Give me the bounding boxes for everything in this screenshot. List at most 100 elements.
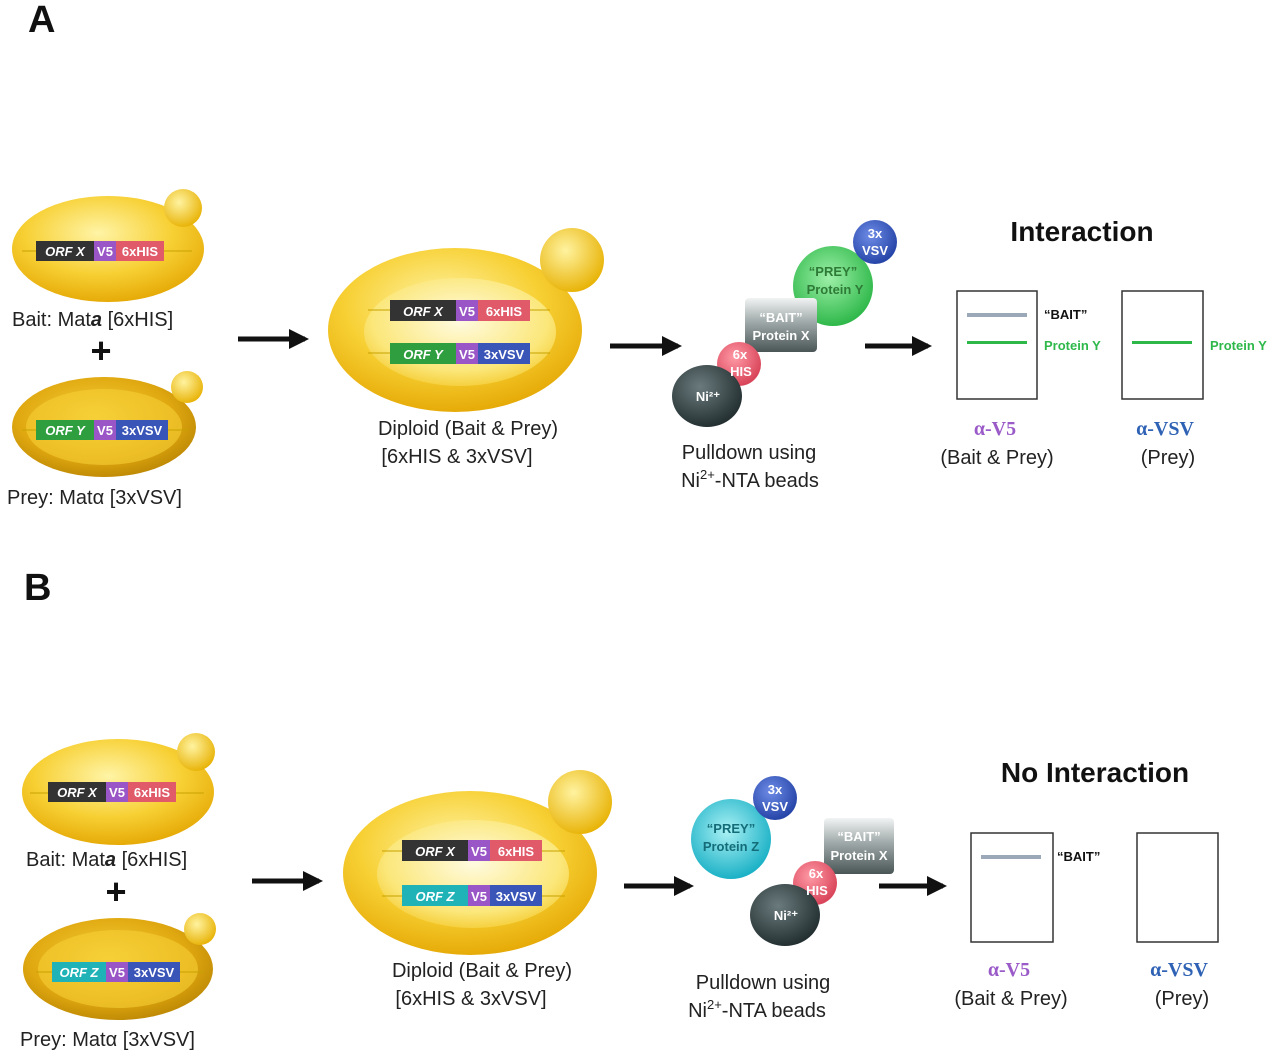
- bait-cassette-b: ORF X V5 6xHIS: [48, 782, 176, 802]
- band-bait: [967, 313, 1027, 317]
- band-bait-b: [981, 855, 1041, 859]
- blot1-antibody-b: α-V5: [988, 959, 1030, 981]
- prey-line2: Protein Y: [807, 282, 864, 297]
- diploid-bait-cassette: ORF X V5 6xHIS: [390, 300, 530, 321]
- bait-v5-label: V5: [97, 244, 113, 259]
- prey-line1-b: “PREY”: [707, 821, 755, 836]
- bait-yeast-cell: ORF X V5 6xHIS: [12, 189, 204, 302]
- diploid-prey-orf: ORF Y: [403, 347, 444, 362]
- bait-line1: “BAIT”: [759, 310, 802, 325]
- diploid-caption-2: [6xHIS & 3xVSV]: [381, 446, 532, 468]
- bait-caption: Bait: Mata [6xHIS]: [12, 309, 173, 331]
- protein-complex: 3x VSV “PREY” Protein Y “BAIT” Protein X…: [672, 220, 897, 427]
- vsv-tag: [853, 220, 897, 264]
- prey-caption: Prey: Matα [3xVSV]: [7, 487, 182, 509]
- his-line2: HIS: [730, 364, 752, 379]
- prey-cassette-b: ORF Z V5 3xVSV: [52, 962, 180, 982]
- bait-orf-label-b: ORF X: [57, 785, 98, 800]
- blot1-sub-b: (Bait & Prey): [954, 988, 1067, 1010]
- diploid-cell-b: ORF X V5 6xHIS ORF Z V5 3xVSV: [343, 770, 612, 955]
- band-prey-y: [967, 341, 1027, 344]
- bait-yeast-cell-b: ORF X V5 6xHIS: [22, 733, 215, 845]
- diploid-bait-his: 6xHIS: [486, 304, 522, 319]
- plus-sign: +: [90, 330, 111, 371]
- prey-caption-b: Prey: Matα [3xVSV]: [20, 1029, 195, 1051]
- prey-v5-label: V5: [97, 423, 113, 438]
- blot-vsv: [1121, 290, 1204, 400]
- bait-cassette: ORF X V5 6xHIS: [36, 241, 164, 261]
- prey-orf-label: ORF Y: [45, 423, 86, 438]
- prey-v5-label-b: V5: [109, 965, 125, 980]
- ni-label: Ni²⁺: [696, 389, 720, 404]
- diploid-prey-v5: V5: [459, 347, 475, 362]
- bait-line1-b: “BAIT”: [837, 829, 880, 844]
- pulldown-caption-1-b: Pulldown using: [696, 972, 831, 994]
- blot2-sub: (Prey): [1141, 447, 1195, 469]
- prey-cassette: ORF Y V5 3xVSV: [36, 420, 168, 440]
- diploid-prey-cassette: ORF Y V5 3xVSV: [390, 343, 530, 364]
- diploid-caption-1: Diploid (Bait & Prey): [378, 418, 558, 440]
- ni-bead-b: [750, 884, 820, 946]
- blot2-antibody-b: α-VSV: [1150, 959, 1208, 981]
- his-line1: 6x: [733, 347, 748, 362]
- blot1-band-label-prey: Protein Y: [1044, 338, 1101, 353]
- panel-a-letter: A: [28, 0, 55, 41]
- ni-bead: [672, 365, 742, 427]
- pulldown-caption-1: Pulldown using: [682, 442, 817, 464]
- blot1-sub: (Bait & Prey): [940, 447, 1053, 469]
- prey-orf-label-b: ORF Z: [60, 965, 100, 980]
- heading-no-interaction: No Interaction: [1001, 757, 1189, 788]
- diploid-bait-orf-b: ORF X: [415, 844, 456, 859]
- panel-a: A ORF X V5 6xHIS Bait: Mata [6xHIS] +: [7, 0, 1267, 509]
- blot-v5-b: [970, 832, 1054, 943]
- diploid-bait-orf: ORF X: [403, 304, 444, 319]
- prey-yeast-cell-b: ORF Z V5 3xVSV: [23, 913, 216, 1020]
- prey-vsv-label: 3xVSV: [122, 423, 163, 438]
- bait-caption-b: Bait: Mata [6xHIS]: [26, 849, 187, 871]
- his-line1-b: 6x: [809, 866, 824, 881]
- diploid-cell: ORF X V5 6xHIS ORF Y V5 3xVSV: [328, 228, 604, 412]
- diploid-caption-2-b: [6xHIS & 3xVSV]: [395, 988, 546, 1010]
- diploid-bait-cassette-b: ORF X V5 6xHIS: [402, 840, 542, 861]
- pulldown-caption-2-b: Ni2+-NTA beads: [688, 997, 826, 1022]
- prey-vsv-label-b: 3xVSV: [134, 965, 175, 980]
- his-line2-b: HIS: [806, 883, 828, 898]
- diploid-prey-vsv-b: 3xVSV: [496, 889, 537, 904]
- blot1-band-label-bait: “BAIT”: [1044, 307, 1087, 322]
- bait-orf-label: ORF X: [45, 244, 86, 259]
- blot1-band-label-bait-b: “BAIT”: [1057, 849, 1100, 864]
- prey-yeast-cell: ORF Y V5 3xVSV: [12, 371, 203, 477]
- band-prey-y-vsv: [1132, 341, 1192, 344]
- ni-label-b: Ni²⁺: [774, 908, 798, 923]
- diploid-prey-orf-b: ORF Z: [416, 889, 456, 904]
- diploid-prey-vsv: 3xVSV: [484, 347, 525, 362]
- blot2-band-label-prey: Protein Y: [1210, 338, 1267, 353]
- blot-vsv-b: [1136, 832, 1219, 943]
- bait-line2: Protein X: [752, 328, 809, 343]
- heading-interaction: Interaction: [1010, 216, 1153, 247]
- bait-his-label-b: 6xHIS: [134, 785, 170, 800]
- bait-v5-label-b: V5: [109, 785, 125, 800]
- vsv-tag-line1-b: 3x: [768, 782, 783, 797]
- vsv-tag-line2-b: VSV: [762, 799, 788, 814]
- prey-protein-z: [691, 799, 771, 879]
- blot-v5: [956, 290, 1038, 400]
- protein-complex-b: 3x VSV “PREY” Protein Z “BAIT” Protein X…: [691, 776, 894, 946]
- diploid-bait-v5: V5: [459, 304, 475, 319]
- prey-line1: “PREY”: [809, 264, 857, 279]
- vsv-tag-b: [753, 776, 797, 820]
- bait-line2-b: Protein X: [830, 848, 887, 863]
- diploid-prey-v5-b: V5: [471, 889, 487, 904]
- panel-b-letter: B: [24, 567, 51, 609]
- pulldown-caption-2: Ni2+-NTA beads: [681, 467, 819, 492]
- blot1-antibody: α-V5: [974, 418, 1016, 440]
- bait-protein-x-b: [824, 818, 894, 874]
- panel-b: B ORF X V5 6xHIS Bait: Mata [6xHIS] +: [20, 567, 1219, 1051]
- bait-protein-x: [745, 298, 817, 352]
- bait-his-label: 6xHIS: [122, 244, 158, 259]
- diploid-prey-cassette-b: ORF Z V5 3xVSV: [402, 885, 542, 906]
- diploid-bait-v5-b: V5: [471, 844, 487, 859]
- vsv-tag-line1: 3x: [868, 226, 883, 241]
- diploid-caption-1-b: Diploid (Bait & Prey): [392, 960, 572, 982]
